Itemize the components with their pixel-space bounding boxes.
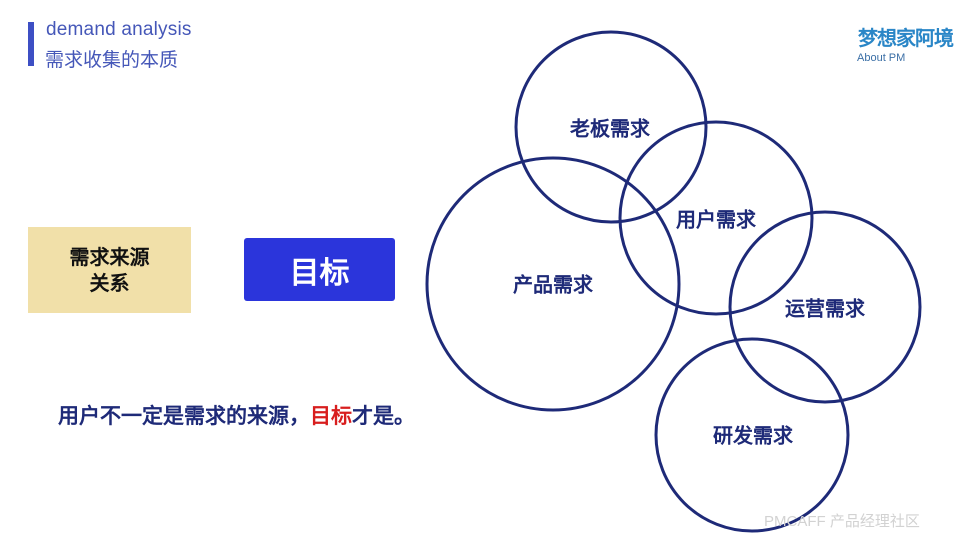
circle-label-user-demand: 用户需求	[676, 207, 756, 232]
venn-circle-user	[618, 120, 814, 316]
statement-highlight: 目标	[310, 404, 352, 428]
venn-circle-rnd	[654, 337, 850, 533]
circle-label-product-demand: 产品需求	[513, 272, 593, 297]
circle-label-operations-demand: 运营需求	[785, 296, 865, 321]
circle-label-boss-demand: 老板需求	[570, 116, 650, 141]
venn-circle-operations	[728, 210, 922, 404]
source-box-line-2: 关系	[89, 271, 130, 295]
brand-logo-subtitle: About PM	[857, 52, 906, 64]
statement-suffix: 才是。	[352, 404, 415, 428]
page-title-chinese: 需求收集的本质	[45, 49, 179, 71]
circle-label-rnd-demand: 研发需求	[713, 423, 793, 448]
brand-logo: 梦想家阿境	[858, 26, 954, 50]
target-button[interactable]: 目标	[244, 238, 395, 301]
statement-prefix: 用户不一定是需求的来源，	[58, 404, 310, 428]
venn-circle-boss	[514, 30, 708, 224]
demand-source-box: 需求来源 关系	[28, 227, 191, 313]
key-statement: 用户不一定是需求的来源，目标才是。	[58, 400, 415, 430]
page-title-english: demand analysis	[46, 19, 192, 40]
header-accent-bar	[28, 22, 34, 66]
venn-circle-product	[425, 156, 681, 412]
watermark: PMCAFF 产品经理社区	[764, 513, 920, 530]
source-box-line-1: 需求来源	[69, 245, 150, 269]
